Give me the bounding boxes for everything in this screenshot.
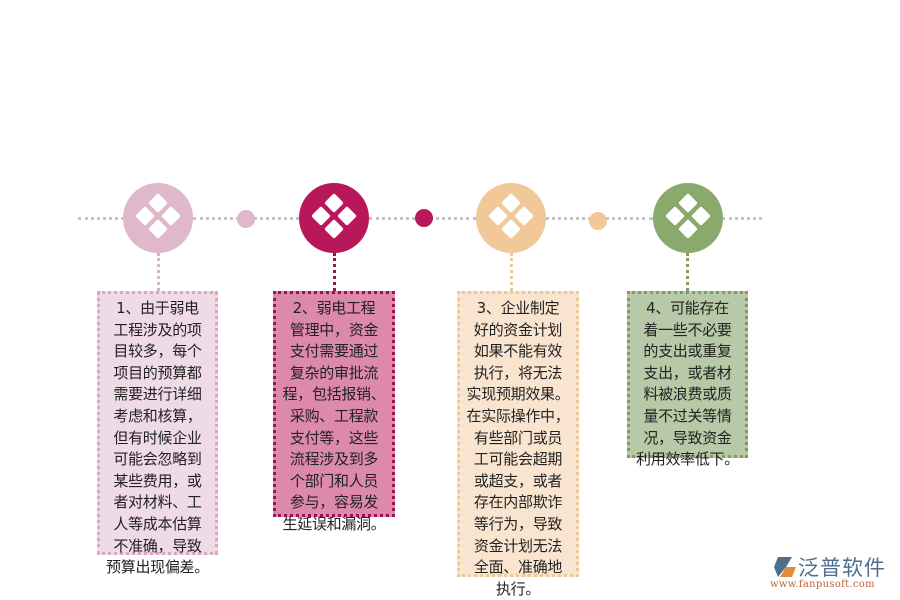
step-text-line: 预算出现偏差。 <box>106 558 209 577</box>
timeline-dot-3 <box>589 212 607 230</box>
step-text-line: 资金计划无法 <box>473 536 563 555</box>
step-text-line: 考虑和核算， <box>113 406 202 425</box>
step-text-line: 工程涉及的项 <box>113 320 202 339</box>
step-text-line: 管理中，资金 <box>289 320 379 339</box>
step-text-line: 全面、准确地 <box>473 558 563 577</box>
four-diamonds-icon <box>311 193 357 239</box>
step-text-line: 个部门和人员 <box>289 471 379 490</box>
logo-name: 泛普软件 <box>798 556 886 580</box>
timeline-connector-left <box>78 217 124 220</box>
step-text-line: 流程涉及到多 <box>289 450 379 469</box>
step-text-line: 1、由于弱电 <box>116 299 199 317</box>
step-text-line: 3、企业制定 <box>476 299 560 317</box>
step-text-line: 支付等，这些 <box>289 428 379 447</box>
step-4-box: 4、可能存在 着一些不必要 的支出或重复 支出，或者材 料被浪费或质 量不过关等… <box>627 291 748 468</box>
step-text-line: 量不过关等情 <box>643 406 732 425</box>
step-text-line: 利用效率低下。 <box>636 450 739 469</box>
step-2-box: 2、弱电工程 管理中，资金 支付需要通过 复杂的审批流 程，包括报销、 采购、工… <box>273 291 395 533</box>
four-diamonds-icon <box>488 193 534 239</box>
logo-url: www.fanpusoft.com <box>770 579 875 590</box>
step-text-line: 在实际操作中， <box>466 406 570 425</box>
step-text-line: 参与，容易发 <box>289 493 379 512</box>
step-text-line: 不准确，导致 <box>113 536 202 555</box>
step-text-line: 复杂的审批流 <box>289 363 379 382</box>
timeline-dot-2 <box>415 209 433 227</box>
step-text-line: 者对材料、工 <box>113 493 202 512</box>
step-1-box: 1、由于弱电 工程涉及的项 目较多，每个 项目的预算都 需要进行详细 考虑和核算… <box>97 291 218 576</box>
step-text-line: 有些部门或员 <box>473 428 563 447</box>
step-text-line: 执行。 <box>495 579 541 598</box>
step-text-line: 或超支，或者 <box>473 471 563 490</box>
step-text-line: 可能会忽略到 <box>113 450 202 469</box>
step-text-line: 目较多，每个 <box>113 342 202 361</box>
step-text-line: 人等成本估算 <box>113 514 202 533</box>
step-3-connector <box>510 253 513 291</box>
step-text-line: 项目的预算都 <box>113 363 202 382</box>
logo-mark-icon <box>774 557 796 577</box>
step-text-line: 执行，将无法 <box>473 363 563 382</box>
four-diamonds-icon <box>135 193 181 239</box>
four-diamonds-icon <box>665 193 711 239</box>
step-text-line: 支付需要通过 <box>289 342 379 361</box>
step-text-line: 2、弱电工程 <box>292 299 376 317</box>
step-text-line: 存在内部欺诈 <box>473 493 563 512</box>
step-text-line: 的支出或重复 <box>643 342 732 361</box>
step-1-connector <box>157 253 160 291</box>
timeline-dot-1 <box>237 210 255 228</box>
step-text-line: 如果不能有效 <box>473 342 563 361</box>
step-text-line: 实现预期效果。 <box>466 385 570 404</box>
step-text-line: 但有时候企业 <box>113 428 202 447</box>
timeline-connector-right <box>722 217 762 220</box>
step-4-connector <box>686 253 689 291</box>
step-2-connector <box>333 253 336 291</box>
step-1-circle <box>123 183 193 253</box>
step-text-line: 生延误和漏洞。 <box>282 514 386 533</box>
step-text-line: 着一些不必要 <box>643 320 732 339</box>
step-text-line: 需要进行详细 <box>113 385 202 404</box>
step-4-circle <box>653 183 723 253</box>
step-text-line: 等行为，导致 <box>473 514 563 533</box>
step-3-circle <box>476 183 546 253</box>
step-text-line: 某些费用，或 <box>113 471 202 490</box>
step-3-box: 3、企业制定 好的资金计划 如果不能有效 执行，将无法 实现预期效果。 在实际操… <box>457 291 579 598</box>
step-2-circle <box>299 183 369 253</box>
step-text-line: 料被浪费或质 <box>643 385 732 404</box>
step-text-line: 况，导致资金 <box>643 428 732 447</box>
step-text-line: 支出，或者材 <box>643 363 732 382</box>
step-text-line: 程，包括报销、 <box>282 385 386 404</box>
step-text-line: 好的资金计划 <box>473 320 563 339</box>
step-text-line: 工可能会超期 <box>473 450 563 469</box>
step-text-line: 采购、工程款 <box>289 406 379 425</box>
fanpusoft-logo: 泛普软件 www.fanpusoft.com <box>768 552 893 592</box>
step-text-line: 4、可能存在 <box>646 299 729 317</box>
